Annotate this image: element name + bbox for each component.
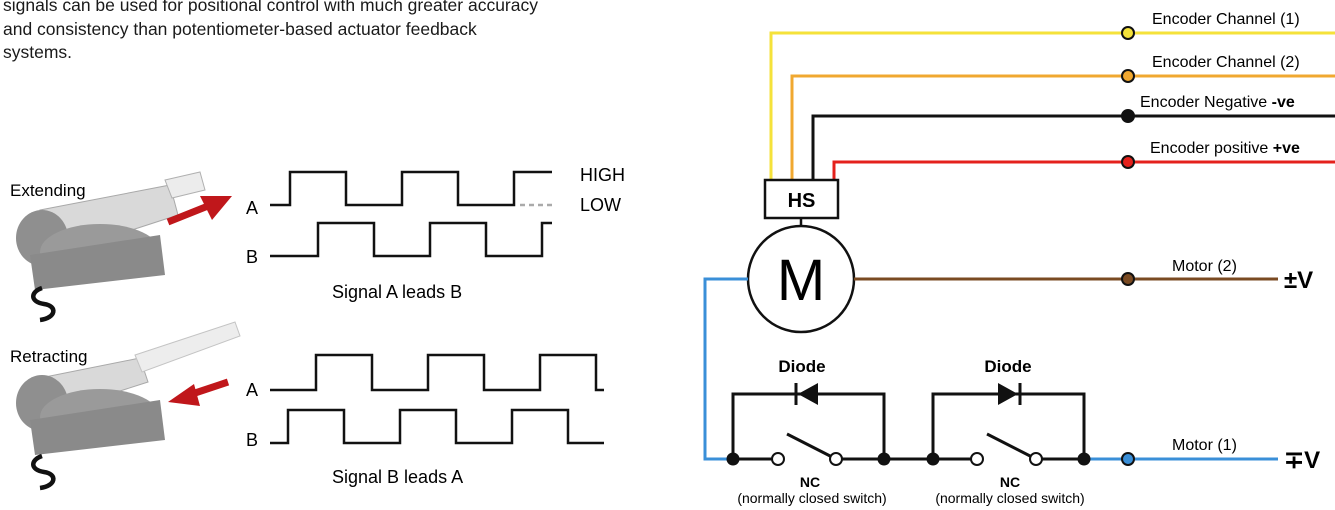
switch-contact: [771, 452, 785, 466]
actuator-retracting-icon: [16, 321, 241, 491]
wire-tails: [1128, 31, 1335, 164]
nc-2-description: (normally closed switch): [935, 490, 1084, 506]
actuator-extending-icon: [16, 171, 206, 323]
channel-b-label: B: [246, 430, 258, 450]
switch-contact: [1029, 452, 1043, 466]
extend-arrow-icon: [166, 196, 232, 226]
caption-extending: Signal A leads B: [332, 282, 462, 302]
encoder-channel-1-terminal: [1121, 26, 1135, 40]
diode-2-icon: [998, 383, 1022, 405]
intro-line: systems.: [3, 42, 73, 62]
encoder-positive-terminal: [1121, 155, 1135, 169]
junction-node: [726, 452, 740, 466]
intro-paragraph: signals can be used for positional contr…: [3, 0, 703, 65]
extending-label: Extending: [10, 181, 86, 200]
polarity-top-label: ±V: [1284, 267, 1313, 294]
junction-node: [1077, 452, 1091, 466]
waveform-a-extending: [270, 170, 552, 207]
encoder-negative-wire: [811, 114, 1128, 180]
retracting-label: Retracting: [10, 347, 87, 366]
limit-switch-block-1: [731, 392, 886, 461]
waveform-a-retracting: [270, 353, 604, 392]
diode-1-icon: [794, 383, 818, 405]
motor-1-label: Motor (1): [1172, 437, 1237, 454]
hall-sensor-label: HS: [788, 190, 816, 212]
switch-contact: [970, 452, 984, 466]
motor-2-label: Motor (2): [1172, 258, 1237, 275]
hall-sensor-box: [763, 178, 840, 220]
channel-a-label: A: [246, 380, 258, 400]
retract-arrow-icon: [168, 378, 230, 406]
low-label: LOW: [580, 195, 621, 215]
encoder-negative-terminal: [1121, 109, 1135, 123]
nc-2-label: NC: [1000, 474, 1020, 490]
encoder-negative-label: Encoder Negative -ve: [1140, 94, 1295, 111]
motor-label: M: [777, 248, 825, 313]
nc-1-description: (normally closed switch): [737, 490, 886, 506]
motor-1-wire: [703, 277, 748, 461]
high-label: HIGH: [580, 165, 625, 185]
motor-1-terminal: [1121, 452, 1135, 466]
encoder-channel-2-wire: [790, 74, 1128, 180]
nc-1-label: NC: [800, 474, 820, 490]
motor-2-terminal: [1121, 272, 1135, 286]
limit-switch-block-2: [931, 392, 1086, 461]
diode-2-label: Diode: [984, 357, 1031, 376]
encoder-channel-2-terminal: [1121, 69, 1135, 83]
encoder-channel-1-label: Encoder Channel (1): [1152, 11, 1300, 28]
waveform-b-retracting: [270, 408, 604, 445]
channel-b-label: B: [246, 247, 258, 267]
encoder-channel-1-wire: [769, 31, 1128, 180]
encoder-positive-label: Encoder positive +ve: [1150, 140, 1300, 157]
encoder-channel-2-label: Encoder Channel (2): [1152, 54, 1300, 71]
switch-contact: [829, 452, 843, 466]
intro-line: and consistency than potentiometer-based…: [3, 18, 477, 39]
channel-a-label: A: [246, 198, 258, 218]
diode-1-label: Diode: [778, 357, 825, 376]
junction-node: [926, 452, 940, 466]
waveform-b-extending: [270, 221, 552, 258]
polarity-bottom-label: ∓V: [1284, 447, 1320, 474]
caption-retracting: Signal B leads A: [332, 467, 463, 487]
encoder-positive-wire: [832, 160, 1128, 180]
intro-line: signals can be used for positional contr…: [3, 0, 538, 15]
